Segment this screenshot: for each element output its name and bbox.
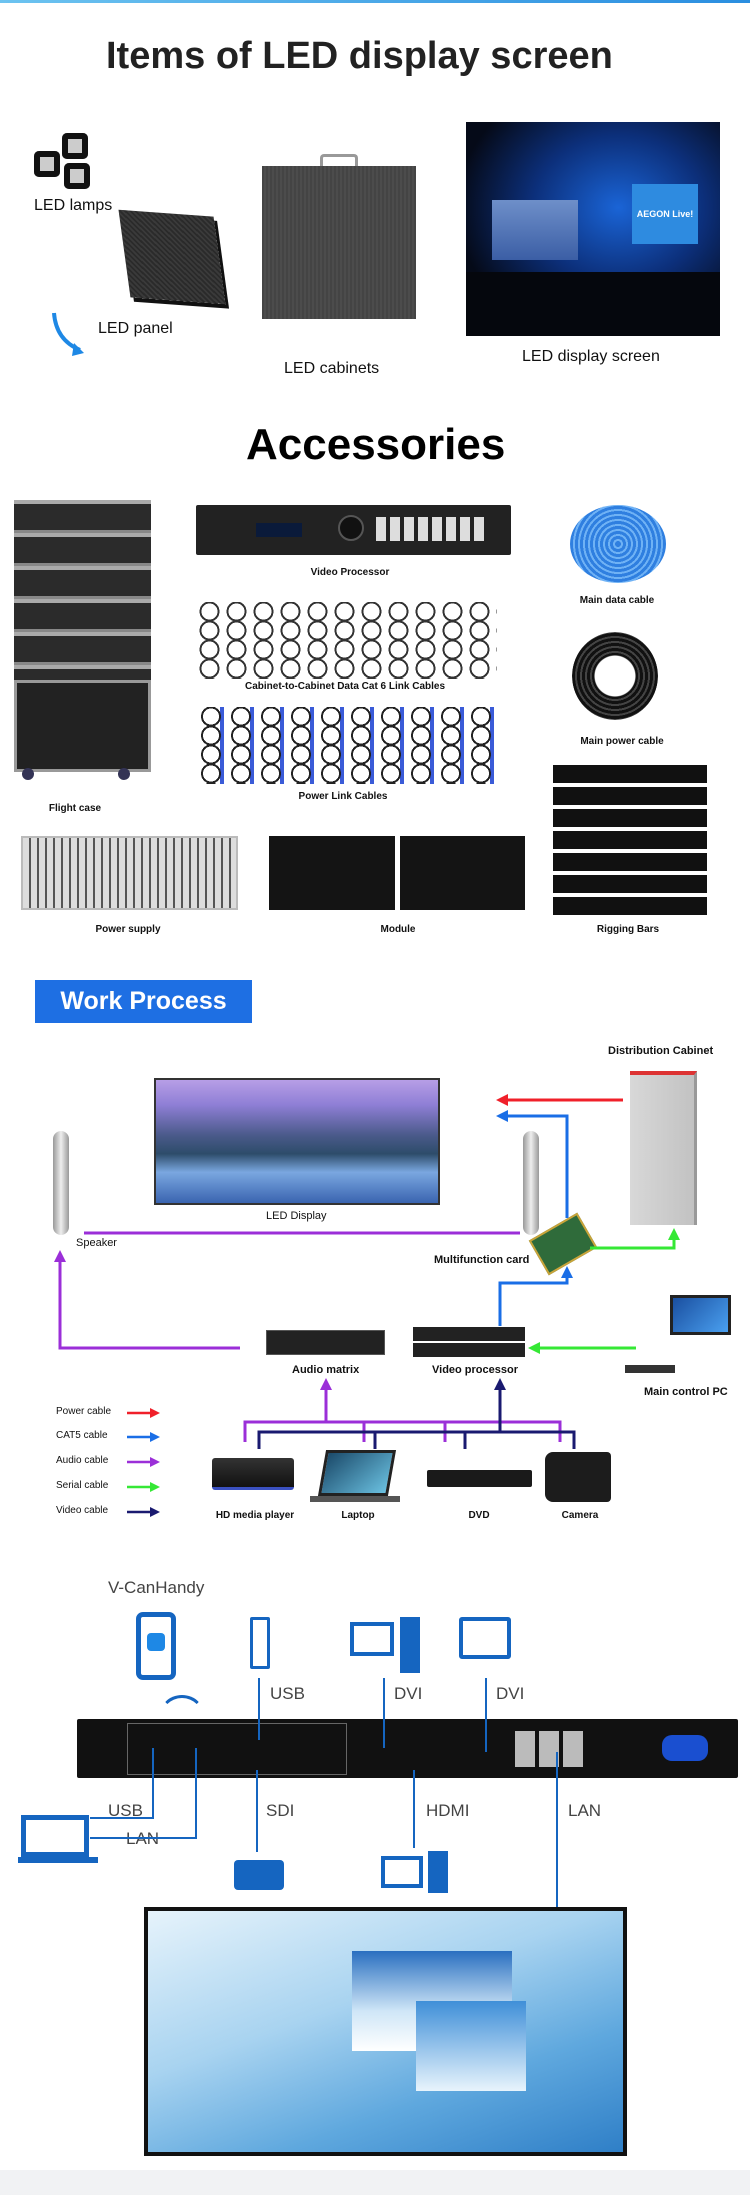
app-name-label: V-CanHandy — [108, 1578, 205, 1597]
pc-tower-icon-2 — [428, 1851, 448, 1893]
arrow-icon — [52, 312, 81, 352]
rigging-bars-label: Rigging Bars — [596, 924, 660, 935]
power-link-cables-label: Power Link Cables — [298, 791, 388, 802]
multifunction-card-label: Multifunction card — [434, 1254, 530, 1266]
video-processor-label: Video processor — [432, 1364, 518, 1376]
speaker-right-image — [523, 1131, 539, 1235]
cat6-cables-image — [196, 602, 497, 679]
pc-tower-icon — [400, 1617, 420, 1673]
flight-case-label: Flight case — [48, 803, 102, 814]
wifi-icon — [165, 1685, 199, 1719]
dvd-player-image — [427, 1470, 532, 1487]
usb-stick-icon — [250, 1617, 270, 1669]
work-process-badge: Work Process — [35, 980, 252, 1023]
led-panel-image — [118, 209, 226, 305]
dvi-output-label: DVI — [496, 1684, 525, 1703]
dvd-label: DVD — [468, 1510, 490, 1521]
module-image-1 — [269, 836, 395, 910]
laptop-image — [317, 1450, 397, 1496]
bottom-strip — [0, 2170, 750, 2195]
main-control-pc-image — [670, 1295, 731, 1335]
rigging-bars-image — [553, 765, 707, 915]
camera-label: Camera — [561, 1510, 599, 1521]
sdi-label: SDI — [266, 1801, 295, 1820]
power-supply-label: Power supply — [95, 924, 161, 935]
items-title: Items of LED display screen — [106, 35, 613, 77]
legend-serial-cable: Serial cable — [56, 1480, 109, 1491]
video-processor-label: Video Processor — [310, 567, 390, 578]
led-screen-display — [144, 1907, 627, 2156]
lan-output-label: LAN — [568, 1801, 602, 1820]
video-bus — [257, 1384, 576, 1449]
led-display-screen-label: LED display screen — [522, 348, 660, 365]
desktop-pc-icon-2 — [381, 1856, 423, 1888]
led-display-screen-photo: AEGON Live! — [466, 122, 720, 336]
accessories-title: Accessories — [246, 420, 506, 469]
camcorder-icon — [234, 1860, 284, 1890]
cabinet-handle — [320, 154, 358, 166]
led-display-image — [154, 1078, 440, 1205]
legend-cat5-cable: CAT5 cable — [56, 1430, 108, 1441]
monitor-icon — [459, 1617, 511, 1659]
flight-case-image — [14, 500, 151, 781]
desktop-pc-icon — [350, 1622, 394, 1656]
video-processor-rear-panel — [77, 1719, 738, 1778]
led-display-label: LED Display — [266, 1210, 327, 1222]
audio-matrix-image — [266, 1330, 385, 1355]
led-lamps-label: LED lamps — [34, 197, 113, 214]
main-control-pc-label: Main control PC — [644, 1386, 728, 1398]
usb-input-label: USB — [270, 1684, 305, 1703]
top-accent-bar — [0, 0, 750, 3]
audio-matrix-label: Audio matrix — [292, 1364, 360, 1376]
module-image-2 — [400, 836, 525, 910]
camera-image — [545, 1452, 611, 1502]
video-processor-diagram-image — [413, 1327, 525, 1358]
power-link-cables-image — [196, 707, 501, 784]
laptop-label: Laptop — [341, 1510, 375, 1521]
hd-media-player-image — [212, 1458, 294, 1490]
keyboard-icon — [625, 1365, 675, 1373]
led-cabinets-label: LED cabinets — [284, 360, 380, 377]
laptop-icon — [21, 1815, 89, 1857]
cat6-cables-label: Cabinet-to-Cabinet Data Cat 6 Link Cable… — [244, 681, 446, 692]
laptop-icon-base — [18, 1857, 98, 1863]
hd-media-player-label: HD media player — [215, 1510, 295, 1521]
cat5-line-card — [498, 1266, 573, 1326]
main-power-cable-image — [572, 632, 658, 720]
distribution-cabinet-label: Distribution Cabinet — [608, 1045, 714, 1057]
module-label: Module — [380, 924, 416, 935]
hdmi-label: HDMI — [426, 1801, 470, 1820]
serial-line-cabinet — [590, 1228, 680, 1250]
screen-window-2 — [416, 2001, 526, 2091]
legend-power-cable: Power cable — [56, 1406, 112, 1417]
legend-video-cable: Video cable — [56, 1505, 109, 1516]
main-data-cable-label: Main data cable — [579, 595, 655, 606]
speaker-left-image — [53, 1131, 69, 1235]
main-power-cable-label: Main power cable — [580, 736, 664, 747]
video-processor-image — [196, 505, 511, 555]
multifunction-card-image — [528, 1212, 598, 1276]
led-cabinet-image — [262, 166, 416, 319]
stage-sign: AEGON Live! — [632, 184, 698, 244]
laptop-base — [310, 1496, 400, 1502]
speaker-label: Speaker — [76, 1237, 117, 1249]
legend-audio-cable: Audio cable — [56, 1455, 109, 1466]
usb-control-label: USB — [108, 1801, 143, 1820]
led-lamps-image — [28, 133, 105, 189]
dvi-input-label: DVI — [394, 1684, 423, 1703]
audio-line-speaker — [54, 1250, 240, 1350]
distribution-cabinet-image — [630, 1071, 697, 1225]
led-panel-label: LED panel — [98, 320, 173, 337]
power-supply-image — [21, 836, 238, 910]
phone-app-icon — [136, 1612, 176, 1680]
audio-bus — [243, 1384, 562, 1442]
lan-control-label: LAN — [126, 1829, 160, 1848]
main-data-cable-image — [570, 505, 666, 583]
